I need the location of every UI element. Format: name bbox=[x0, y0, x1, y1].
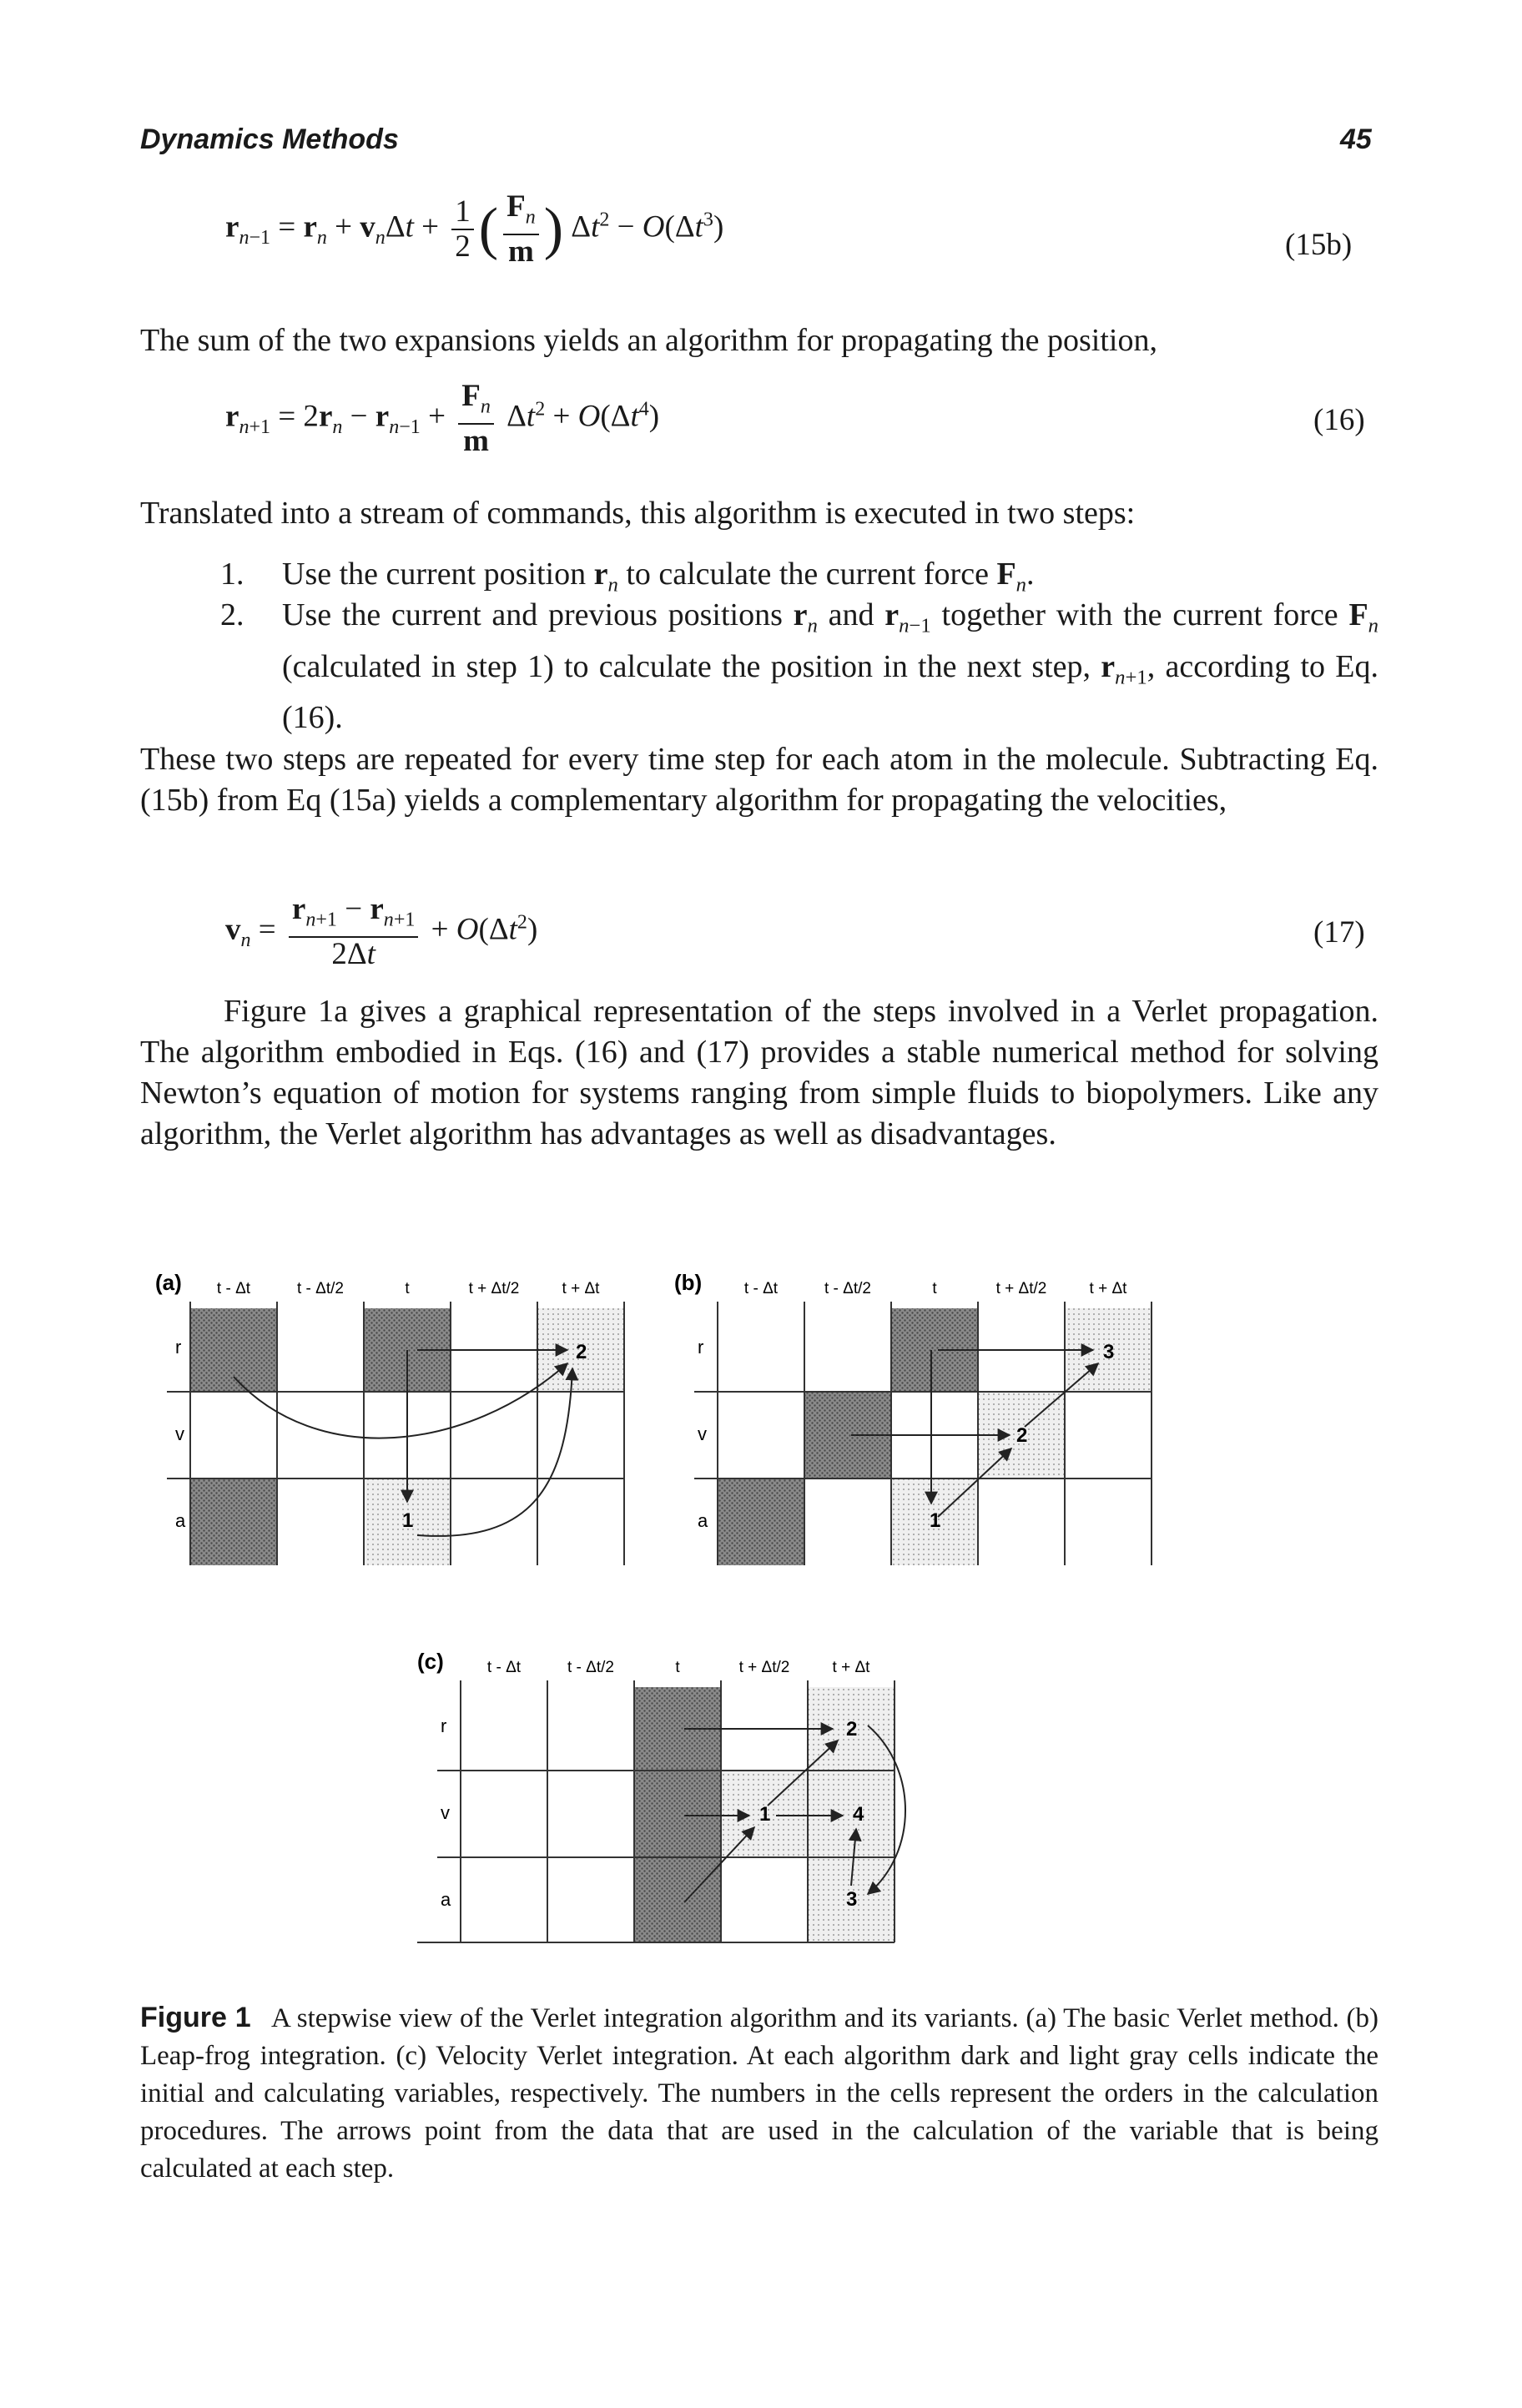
equation-16-number: (16) bbox=[1313, 403, 1365, 437]
panel-b-label: (b) bbox=[674, 1270, 702, 1295]
panel-c-col-3: t bbox=[675, 1659, 680, 1676]
list-number-1: 1. bbox=[220, 557, 244, 592]
panel-c-label: (c) bbox=[417, 1649, 444, 1674]
paragraph-1: The sum of the two expansions yields an … bbox=[140, 323, 1157, 358]
panel-c-row-a: a bbox=[441, 1889, 451, 1910]
caption-text: A stepwise view of the Verlet integratio… bbox=[140, 2003, 1379, 2184]
panel-a-col-2: t - Δt/2 bbox=[297, 1280, 344, 1297]
panel-c-col-2: t - Δt/2 bbox=[567, 1659, 614, 1676]
panel-a-col-1: t - Δt bbox=[217, 1280, 251, 1297]
list-item-1: Use the current position rn to calculate… bbox=[282, 557, 1035, 597]
panel-b: (b) t - Δt t - Δt/2 t t + Δt/2 t + Δt r … bbox=[674, 1270, 1152, 1565]
paragraph-3: These two steps are repeated for every t… bbox=[140, 742, 1378, 818]
panel-a-step-1: 1 bbox=[402, 1509, 413, 1532]
panel-a-step-2: 2 bbox=[576, 1341, 587, 1363]
panel-c-row-v: v bbox=[441, 1802, 450, 1823]
panel-c-step-4: 4 bbox=[853, 1803, 864, 1826]
panel-a-col-3: t bbox=[405, 1280, 410, 1297]
caption-label: Figure 1 bbox=[140, 2002, 251, 2033]
panel-b-col-2: t - Δt/2 bbox=[824, 1280, 871, 1297]
panel-a-row-a: a bbox=[175, 1510, 186, 1531]
panel-a-label: (a) bbox=[155, 1270, 182, 1295]
panel-b-col-1: t - Δt bbox=[744, 1280, 779, 1297]
panel-a: (a) t - Δt t - Δt/2 t t + Δt/2 t + Δt r … bbox=[155, 1270, 625, 1565]
cell-a-a-t-minus-dt bbox=[190, 1479, 277, 1565]
panel-b-row-r: r bbox=[698, 1337, 703, 1358]
panel-a-col-5: t + Δt bbox=[562, 1280, 601, 1297]
page-number: 45 bbox=[1340, 123, 1372, 155]
panel-c-step-3: 3 bbox=[846, 1888, 857, 1911]
list-item-2: Use the current and previous positions r… bbox=[282, 597, 1378, 736]
panel-b-row-a: a bbox=[698, 1510, 708, 1531]
panel-c-step-1: 1 bbox=[759, 1803, 770, 1826]
panel-a-row-r: r bbox=[175, 1337, 181, 1358]
panel-a-row-v: v bbox=[175, 1423, 184, 1444]
cell-b-a-t-minus-dt bbox=[718, 1479, 804, 1565]
panel-c-col-1: t - Δt bbox=[487, 1659, 522, 1676]
panel-b-step-2: 2 bbox=[1016, 1424, 1027, 1447]
panel-c: (c) t - Δt t - Δt/2 t t + Δt/2 t + Δt r … bbox=[417, 1649, 906, 1943]
panel-b-step-1: 1 bbox=[930, 1509, 940, 1532]
panel-a-col-4: t + Δt/2 bbox=[469, 1280, 520, 1297]
panel-b-row-v: v bbox=[698, 1423, 707, 1444]
panel-c-col-5: t + Δt bbox=[833, 1659, 871, 1676]
equation-15b-number: (15b) bbox=[1285, 228, 1353, 262]
paragraph-4: Figure 1a gives a graphical representati… bbox=[140, 994, 1378, 1151]
panel-b-col-5: t + Δt bbox=[1090, 1280, 1128, 1297]
equation-17-number: (17) bbox=[1313, 915, 1365, 950]
panel-b-col-4: t + Δt/2 bbox=[996, 1280, 1047, 1297]
cell-c-a-t-plus-dt bbox=[808, 1857, 895, 1942]
panel-c-step-2: 2 bbox=[846, 1718, 857, 1741]
running-header-title: Dynamics Methods bbox=[140, 123, 399, 155]
panel-c-col-4: t + Δt/2 bbox=[739, 1659, 790, 1676]
figure-caption: Figure 1 A stepwise view of the Verlet i… bbox=[140, 1999, 1378, 2188]
panel-b-step-3: 3 bbox=[1103, 1341, 1114, 1363]
paragraph-2: Translated into a stream of commands, th… bbox=[140, 496, 1136, 531]
list-number-2: 2. bbox=[220, 597, 244, 632]
figure-1-verlet: (a) t - Δt t - Δt/2 t t + Δt/2 t + Δt r … bbox=[155, 1270, 1152, 1943]
panel-b-col-3: t bbox=[932, 1280, 937, 1297]
panel-c-row-r: r bbox=[441, 1715, 446, 1736]
cell-a-r-t-minus-dt bbox=[190, 1308, 277, 1392]
